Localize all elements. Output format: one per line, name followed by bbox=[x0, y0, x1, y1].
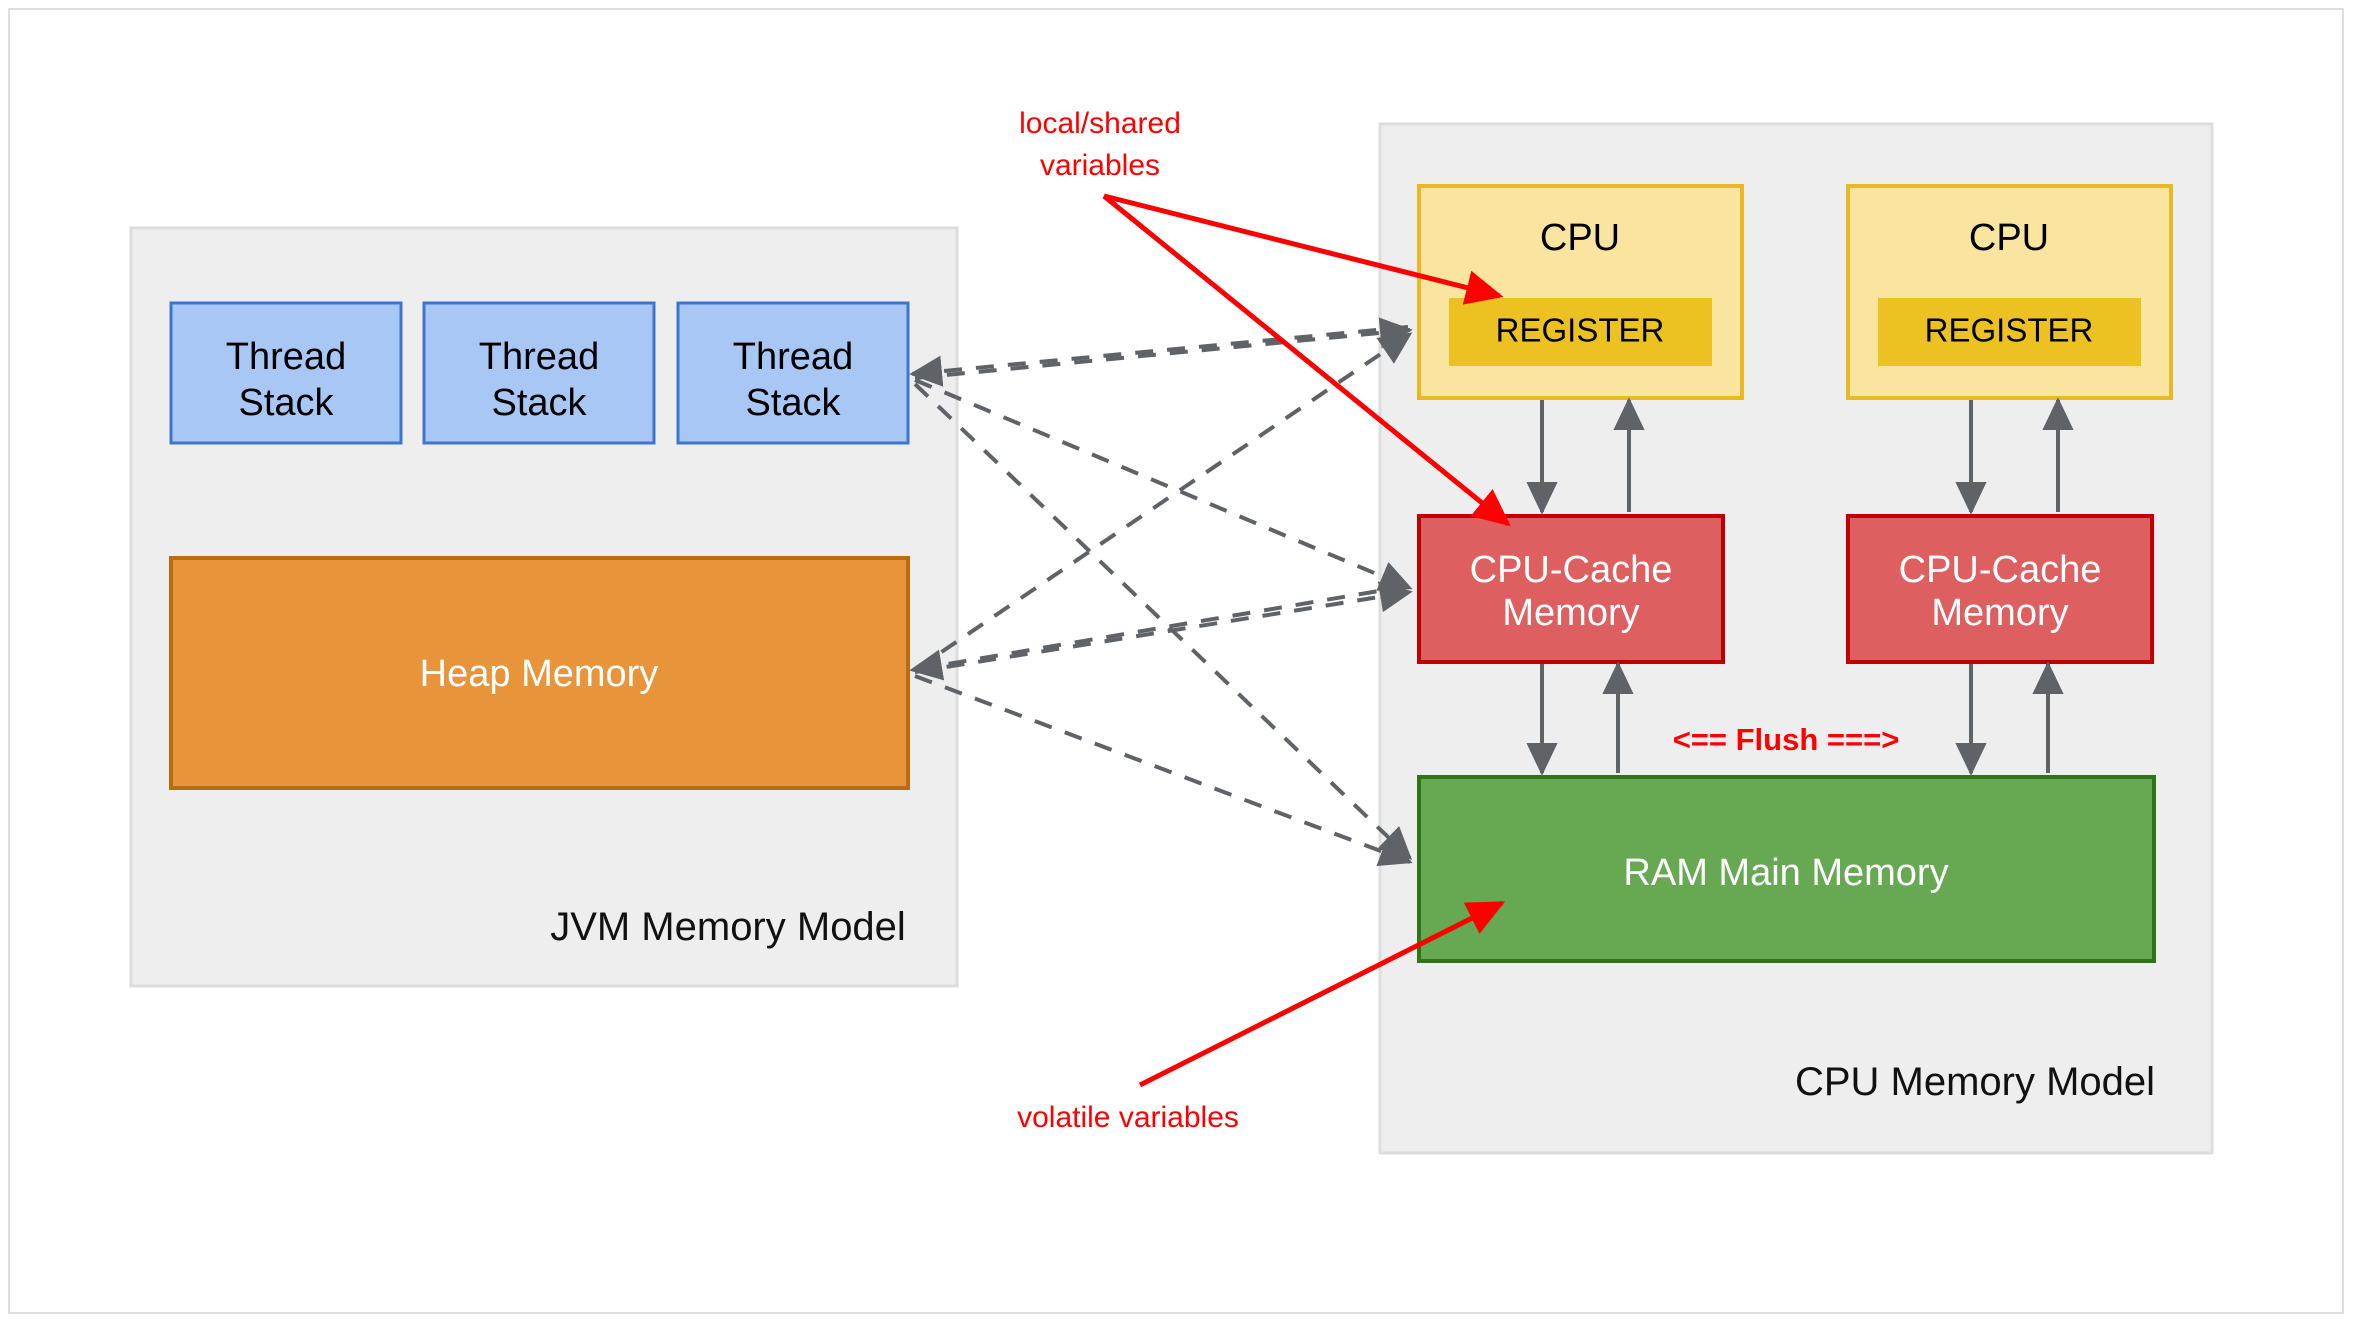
volatile-variables-label: volatile variables bbox=[1017, 1101, 1239, 1134]
cpu-cache-2[interactable]: CPU-Cache Memory bbox=[1846, 514, 2154, 664]
cpu-cache-2-box[interactable] bbox=[1846, 514, 2154, 664]
volatile-variables-annotation: volatile variables bbox=[1017, 900, 1506, 1134]
heap-memory[interactable]: Heap Memory bbox=[169, 556, 910, 790]
local-shared-variables-annotation: local/shared variables bbox=[1019, 107, 1511, 527]
thread-stack-to-cache-arrow bbox=[914, 378, 1413, 591]
thread-stack-1-label-line2: Stack bbox=[238, 382, 334, 424]
heap-memory-label: Heap Memory bbox=[420, 653, 659, 695]
cpu-cache-1-box[interactable] bbox=[1417, 514, 1725, 664]
thread-stack-1-label-line1: Thread bbox=[226, 336, 346, 378]
thread-stack-1[interactable]: Thread Stack bbox=[169, 301, 403, 445]
local-shared-to-register-arrow bbox=[1103, 193, 1504, 305]
jvm-panel-title: JVM Memory Model bbox=[550, 905, 906, 949]
heap-to-ram-arrow bbox=[914, 674, 1413, 867]
cpu-core-2-register-box[interactable] bbox=[1878, 298, 2141, 366]
cpu-core-2[interactable]: CPU REGISTER bbox=[1846, 184, 2173, 400]
local-shared-to-cache-arrow bbox=[1102, 194, 1511, 527]
ram-main-memory-label: RAM Main Memory bbox=[1623, 852, 1948, 894]
heap-memory-box[interactable] bbox=[169, 556, 910, 790]
cpu-cache-2-label-line1: CPU-Cache bbox=[1899, 549, 2102, 591]
jvm-memory-model-panel: Thread Stack Thread Stack Thread Stack H… bbox=[129, 226, 959, 988]
ram-main-memory[interactable]: RAM Main Memory bbox=[1417, 775, 2156, 963]
thread-stack-3[interactable]: Thread Stack bbox=[676, 301, 910, 445]
register-to-thread-stack-arrow bbox=[909, 325, 1409, 387]
local-shared-variables-label-line1: local/shared bbox=[1019, 107, 1181, 140]
cpu-core-1-register-box[interactable] bbox=[1449, 298, 1712, 366]
cpu-panel-title: CPU Memory Model bbox=[1795, 1060, 2155, 1104]
heap-to-cache-arrow bbox=[914, 581, 1413, 674]
cpu-core-2-register-label: REGISTER bbox=[1925, 312, 2094, 349]
volatile-to-ram-arrow bbox=[1138, 900, 1506, 1088]
thread-stack-2-label-line2: Stack bbox=[491, 382, 587, 424]
thread-stack-2-box[interactable] bbox=[422, 301, 656, 445]
ram-main-memory-box[interactable] bbox=[1417, 775, 2156, 963]
thread-stack-to-register-arrow bbox=[914, 317, 1413, 380]
thread-stack-2[interactable]: Thread Stack bbox=[422, 301, 656, 445]
thread-stack-to-ram-arrow bbox=[913, 382, 1413, 860]
cpu-core-1-register-label: REGISTER bbox=[1496, 312, 1665, 349]
cpu-core-1[interactable]: CPU REGISTER bbox=[1417, 184, 1744, 400]
local-shared-variables-label-line2: variables bbox=[1040, 149, 1160, 182]
heap-to-register-arrow bbox=[913, 332, 1413, 672]
cpu-core-1-label: CPU bbox=[1540, 217, 1620, 259]
thread-stack-1-box[interactable] bbox=[169, 301, 403, 445]
jvm-cpu-dashed-links bbox=[909, 317, 1413, 867]
cpu-core-2-label: CPU bbox=[1969, 217, 2049, 259]
cpu-cache-2-label-line2: Memory bbox=[1931, 592, 2068, 634]
thread-stack-2-label-line1: Thread bbox=[479, 336, 599, 378]
cpu-memory-model-panel: CPU REGISTER CPU REGISTER CPU-Cache Memo… bbox=[1378, 122, 2214, 1155]
flush-label: <== Flush ===> bbox=[1673, 722, 1900, 757]
cpu-cache-1-label-line2: Memory bbox=[1502, 592, 1639, 634]
cpu-cache-1-label-line1: CPU-Cache bbox=[1470, 549, 1673, 591]
cpu-cache-1[interactable]: CPU-Cache Memory bbox=[1417, 514, 1725, 664]
thread-stack-3-box[interactable] bbox=[676, 301, 910, 445]
thread-stack-3-label-line1: Thread bbox=[733, 336, 853, 378]
cache-to-heap-arrow bbox=[909, 584, 1409, 681]
thread-stack-3-label-line2: Stack bbox=[745, 382, 841, 424]
